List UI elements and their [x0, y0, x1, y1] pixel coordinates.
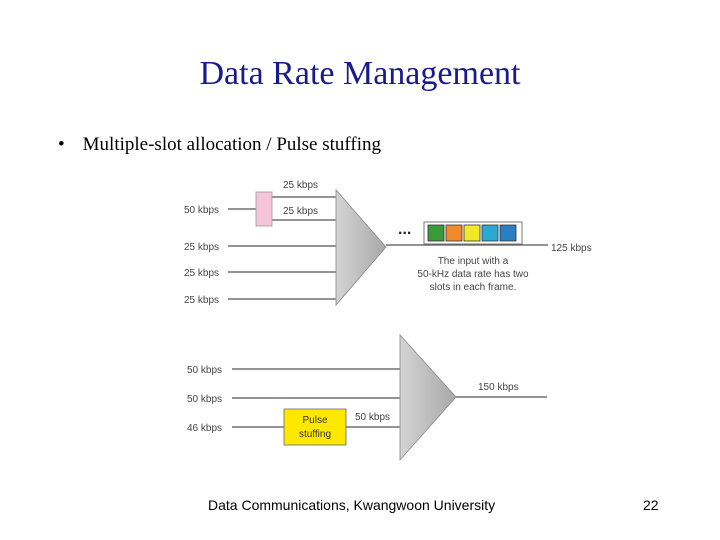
footer-text: Data Communications, Kwangwoon Universit…: [208, 497, 496, 513]
multiple-slot-diagram: ... 25 kbps 25 kbps 50 kbps 25 kbps 25 k…: [184, 180, 592, 307]
slide-title: Data Rate Management: [199, 55, 521, 92]
note-line-1: The input with a: [438, 256, 509, 267]
multiplexer-top: [335, 188, 387, 307]
frame-border: [423, 221, 523, 245]
label-input-46kbps: 46 kbps: [187, 423, 222, 434]
label-output-125kbps: 125 kbps: [551, 243, 592, 254]
note-line-2: 50-kHz data rate has two: [417, 269, 529, 280]
bullet-marker: •: [58, 134, 65, 155]
label-stuffed-50kbps: 50 kbps: [355, 412, 390, 423]
pulse-stuffing-line-2: stuffing: [299, 429, 331, 440]
slot-split-box: [255, 191, 273, 227]
label-output-150kbps: 150 kbps: [478, 382, 519, 393]
ellipsis: ...: [398, 221, 411, 238]
label-input-25kbps-1: 25 kbps: [184, 242, 219, 253]
frame-slot-3: [463, 224, 481, 242]
frame-slot-2: [445, 224, 463, 242]
label-input-50kbps: 50 kbps: [184, 205, 219, 216]
label-split-upper: 25 kbps: [283, 180, 318, 191]
frame-slot-5: [499, 224, 517, 242]
frame-slot-4: [481, 224, 499, 242]
pulse-stuffing-line-1: Pulse: [302, 415, 327, 426]
multiplexer-bottom: [399, 333, 457, 462]
label-input-50kbps-b: 50 kbps: [187, 394, 222, 405]
label-input-25kbps-3: 25 kbps: [184, 295, 219, 306]
label-split-lower: 25 kbps: [283, 206, 318, 217]
bullet-item: • Multiple-slot allocation / Pulse stuffi…: [58, 134, 381, 156]
pulse-stuffing-box: [283, 408, 347, 446]
label-input-50kbps-a: 50 kbps: [187, 365, 222, 376]
frame-slot-1: [427, 224, 445, 242]
note-line-3: slots in each frame.: [430, 282, 517, 293]
page-number: 22: [643, 497, 659, 513]
pulse-stuffing-diagram: Pulse stuffing 50 kbps 50 kbps 46 kbps 5…: [187, 333, 547, 462]
label-input-25kbps-2: 25 kbps: [184, 268, 219, 279]
bullet-text: Multiple-slot allocation / Pulse stuffin…: [82, 134, 382, 155]
